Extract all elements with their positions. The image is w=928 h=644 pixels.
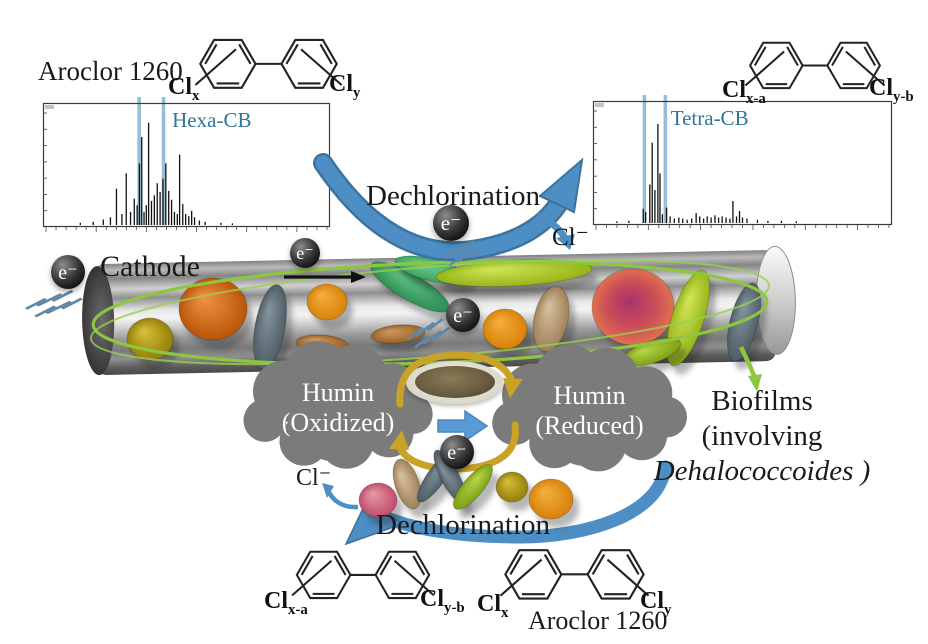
bottom-chloride-label: Cl⁻: [296, 465, 332, 491]
bottom-dechlorination-label: Dechlorination: [376, 509, 550, 541]
lightning-bolt-left: [24, 289, 83, 318]
biphenyl-structure-bottom-right: [499, 549, 650, 600]
cl-y-label-bottom-right: Cly: [640, 588, 672, 618]
biofilms-label: Biofilms (involving Dehalococcoides ): [653, 385, 871, 487]
cl-x-label-bottom-right: Clx: [477, 591, 509, 621]
biofilm-pointer-arrow: [738, 346, 762, 392]
humin-oxidized-cloud: Humin (Oxidized): [243, 340, 433, 469]
microbe-shadow: [459, 473, 499, 519]
chromatogram-aroclor-1260: Hexa-CB: [42, 97, 331, 232]
lightning-bolt-top: [443, 239, 481, 266]
aroclor-1260-caption-bottom: Aroclor 1260: [528, 606, 668, 635]
chart-annotation: Hexa-CB: [172, 108, 251, 132]
cl-xa-label-top-right: Clx-a: [722, 77, 766, 107]
electron-sphere-left: e⁻: [51, 255, 85, 289]
cl-xa-label-bottom-left: Clx-a: [264, 588, 308, 618]
electron-flow-arrow: [284, 271, 366, 283]
cl-yb-label-top-right: Cly-b: [869, 75, 914, 105]
top-chloride-label: Cl⁻: [552, 224, 589, 251]
cl-y-label-top-left: Cly: [329, 71, 361, 101]
top-dechlorination-arrow: [313, 153, 584, 262]
chromatogram-frame: [592, 100, 893, 226]
microbe-tan-rod: [532, 286, 570, 352]
microbe-orange-coccus: [528, 478, 574, 520]
cl-yb-label-bottom-left: Cly-b: [420, 586, 465, 616]
microbe-orange-coccus: [306, 283, 348, 321]
cathode-label: Cathode: [100, 250, 200, 283]
humin-reduced-cloud: Humin (Reduced): [492, 344, 687, 472]
microbe-orange-coccus-large: [178, 277, 248, 341]
humin-reduced-label: Humin (Reduced): [535, 381, 644, 440]
electron-sphere-cylinder-top: e⁻: [290, 238, 320, 268]
microbe-pink-coccus: [358, 482, 398, 518]
chromatogram-plot: Tetra-CB: [592, 95, 893, 230]
electron-sphere-humin: e⁻: [440, 435, 474, 469]
humin-oxidized-label: Humin (Oxidized): [281, 378, 395, 437]
highlight-band: [663, 95, 668, 223]
humin-granules: [415, 366, 495, 398]
microbe-tan-rod: [392, 458, 422, 510]
microbe-green-rod: [452, 464, 494, 510]
aroclor-1260-title-top: Aroclor 1260: [38, 56, 183, 86]
electron-transfer-block-arrow: [437, 409, 489, 443]
highlight-band: [642, 95, 647, 223]
cl-x-label-top-left: Clx: [168, 74, 200, 104]
chart-annotation: Tetra-CB: [671, 106, 749, 130]
humin-sample-photo: [406, 361, 503, 404]
chromatogram-tetra-cb: Tetra-CB: [592, 95, 893, 230]
highlight-band: [137, 97, 141, 225]
electron-sphere-cylinder-mid: e⁻: [446, 298, 480, 332]
microbe-olive-coccus: [495, 471, 529, 503]
microbe-orange-coccus: [482, 308, 528, 350]
lightning-bolt-middle: [407, 318, 451, 349]
highlight-band: [161, 97, 166, 225]
microbe-brown-rod: [370, 324, 426, 344]
chromatogram-plot: Hexa-CB: [42, 97, 331, 232]
electron-sphere-top-reaction: e⁻: [433, 205, 469, 241]
